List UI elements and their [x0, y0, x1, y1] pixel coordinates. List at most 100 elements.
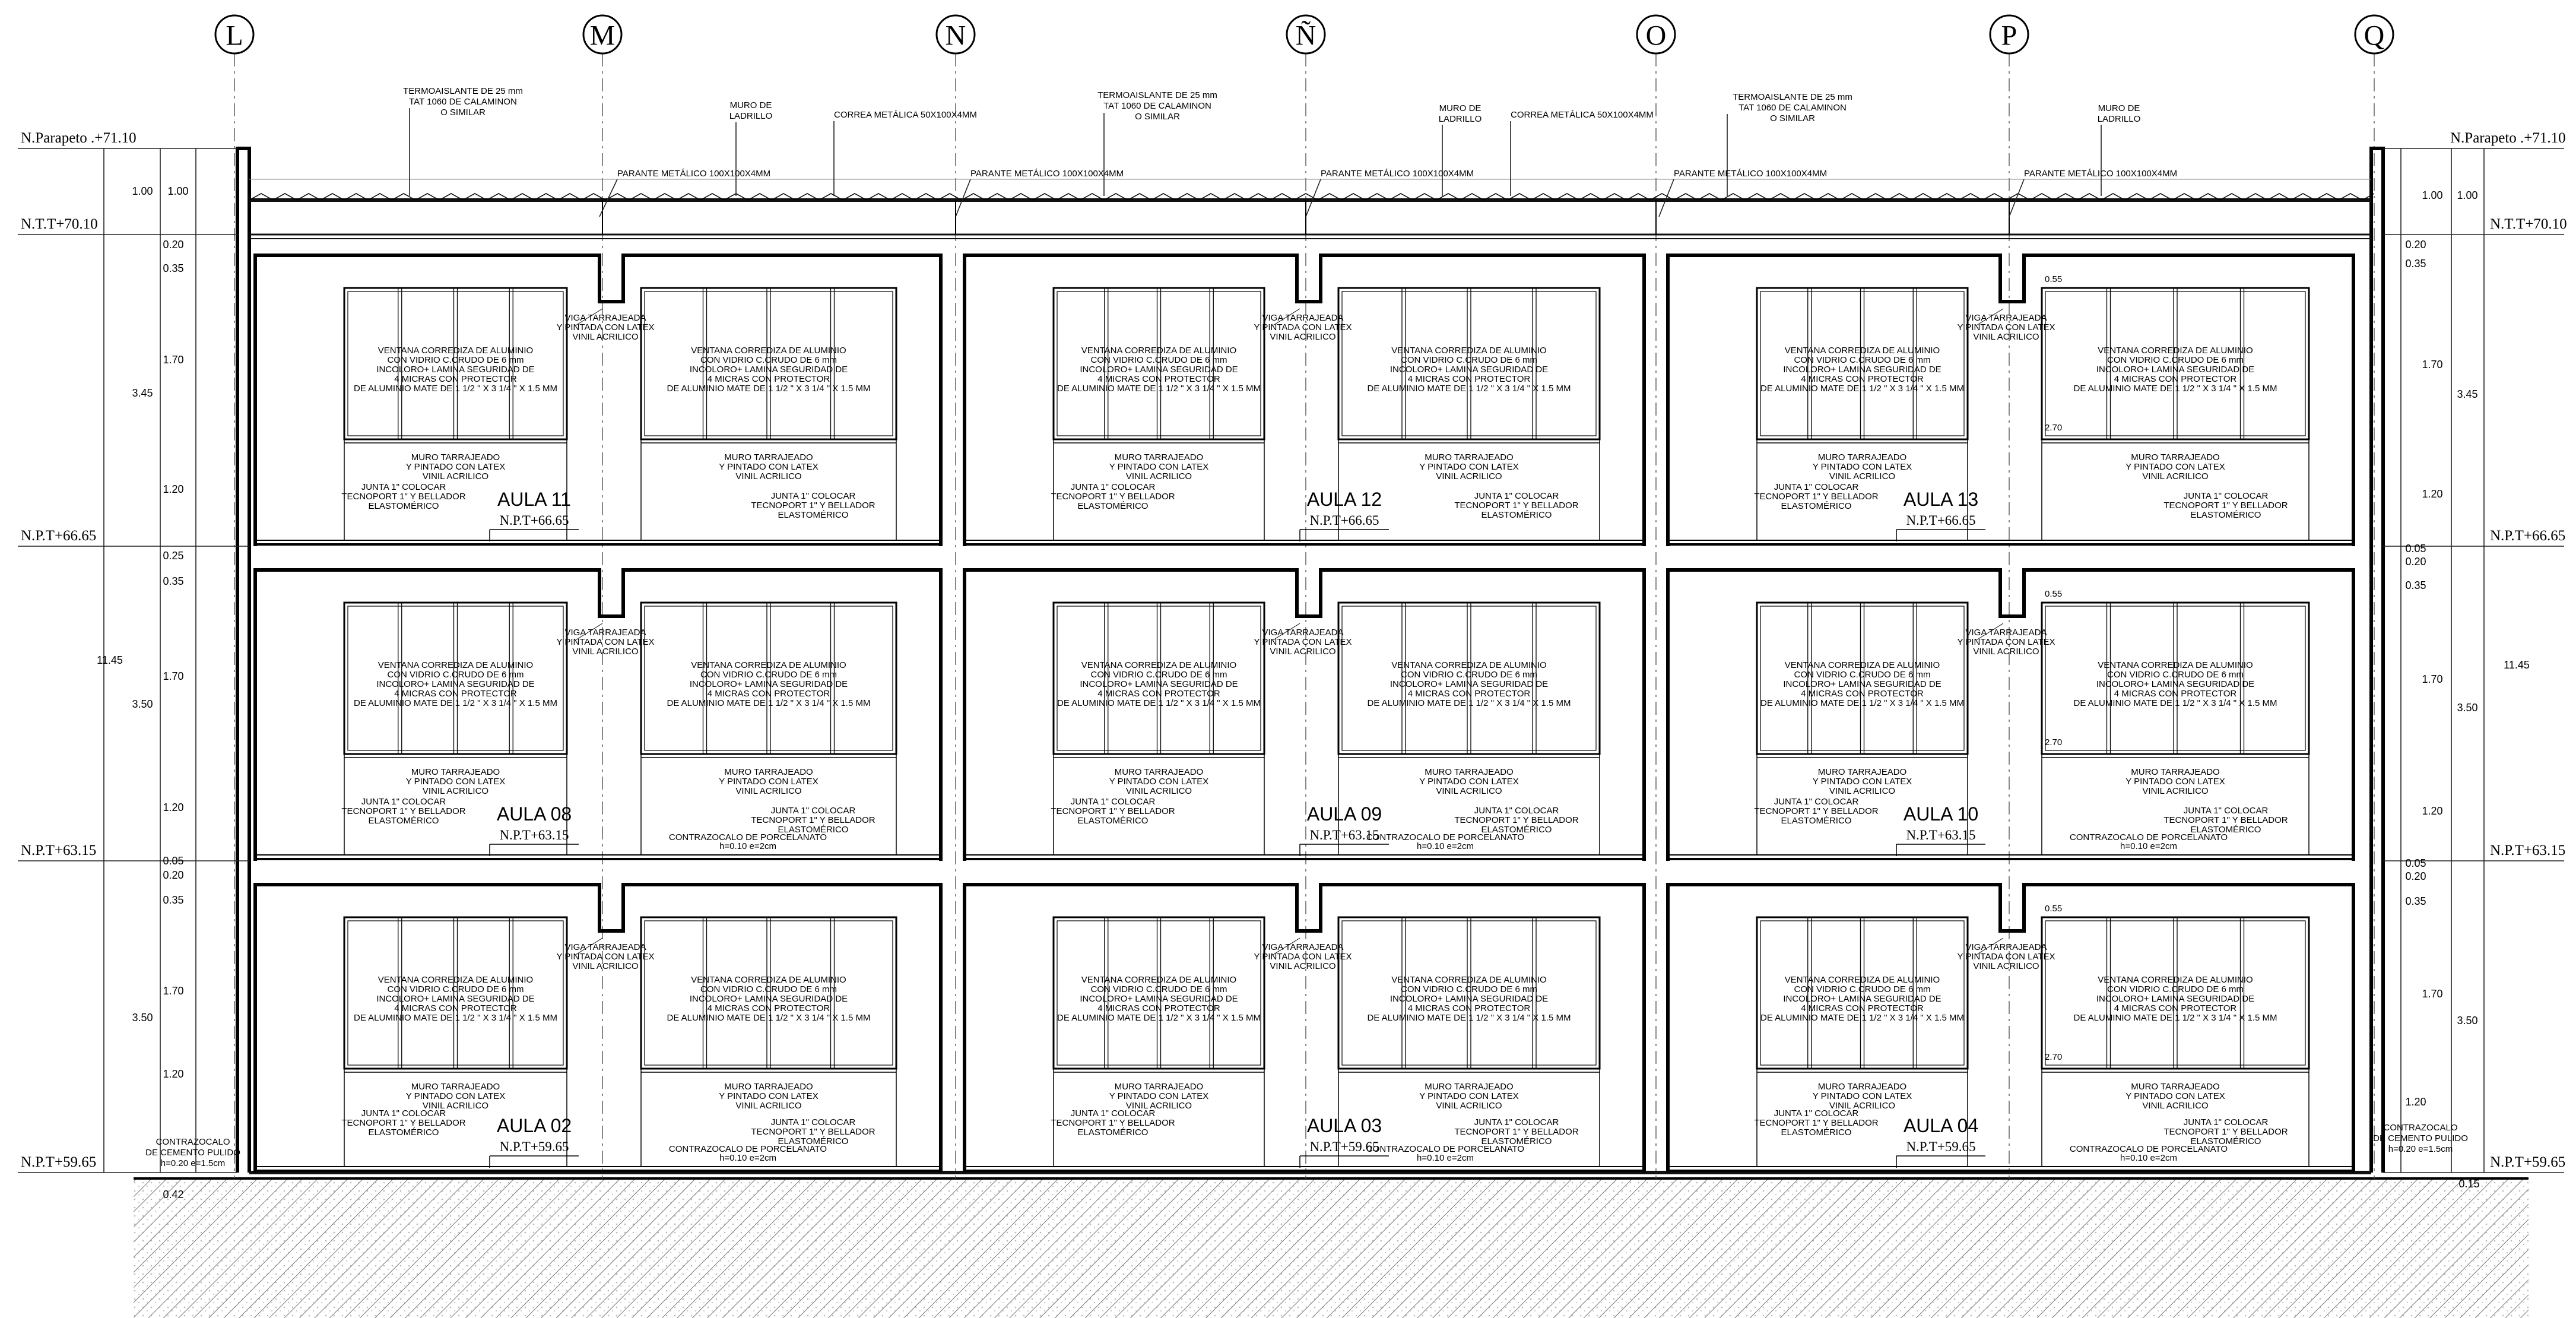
wall-note-line-2: VINIL ACRILICO — [1126, 471, 1192, 481]
ground-stipple — [134, 1178, 2529, 1318]
roof-panels — [249, 179, 2375, 235]
wall-note-line-1: Y PINTADO CON LATEX — [1109, 777, 1209, 787]
beam-note-line-0: VIGA TARRAJEADA — [565, 313, 646, 323]
window-note-line-2: INCOLORO+ LAMINA SEGURIDAD DE — [1783, 365, 1941, 375]
room-name: AULA 09 — [1307, 803, 1382, 825]
joint-note-right-line-0: JUNTA 1" COLOCAR — [2184, 491, 2269, 501]
dim-270: 2.70 — [2045, 1052, 2062, 1062]
post-note-1: PARANTE METÁLICO 100X100X4MM — [617, 169, 770, 179]
beam-note-line-1: Y PINTADA CON LATEX — [1957, 322, 2055, 332]
dim-right-window: 1.70 — [2422, 359, 2442, 370]
beam-note-line-2: VINIL ACRILICO — [1973, 332, 2039, 342]
dim-left-parapet: 1.00 — [132, 185, 153, 197]
bay-outline — [1666, 254, 2355, 546]
window-note-line-0: VENTANA CORREDIZA DE ALUMINIO — [1391, 660, 1546, 670]
brick-line-2: LADRILLO — [2098, 114, 2141, 124]
dim-right-story: 3.45 — [2457, 388, 2477, 400]
joint-note-right-line-0: JUNTA 1" COLOCAR — [771, 1117, 856, 1127]
insulation-line-2: TAT 1060 DE CALAMINON — [1739, 103, 1847, 113]
joint-note-right-line-1: TECNOPORT 1" Y BELLADOR — [1454, 1127, 1578, 1137]
window-note-line-1: CON VIDRIO C.CRUDO DE 6 mm — [700, 670, 837, 680]
window-note-line-4: DE ALUMINIO MATE DE 1 1/2 " X 3 1/4 " X … — [1760, 384, 1964, 394]
brick-line-1: MURO DE — [730, 100, 772, 110]
roof-notes: TERMOAISLANTE DE 25 mm TAT 1060 DE CALAM… — [403, 86, 2177, 217]
room-level: N.P.T+66.65 — [499, 513, 569, 528]
window-note-line-3: 4 MICRAS CON PROTECTOR — [394, 1003, 517, 1013]
window-inner — [2045, 606, 2306, 751]
joint-note-left-line-1: TECNOPORT 1" Y BELLADOR — [1051, 1118, 1175, 1128]
roof-note-brick-1: MURO DE LADRILLO — [729, 100, 772, 196]
dim-right-beam3: 0.35 — [2405, 895, 2426, 907]
beam-leader — [575, 623, 603, 641]
beam-leader — [1976, 308, 2004, 326]
joint-note-left-line-2: ELASTOMÉRICO — [369, 1127, 439, 1138]
window-note-line-2: INCOLORO+ LAMINA SEGURIDAD DE — [2096, 994, 2254, 1004]
cement-bb-line-3: h=0.20 e=1.5cm — [2388, 1144, 2453, 1154]
joint-note-right-line-0: JUNTA 1" COLOCAR — [771, 491, 856, 501]
window-note-line-1: CON VIDRIO C.CRUDO DE 6 mm — [2107, 355, 2244, 365]
window-note-line-4: DE ALUMINIO MATE DE 1 1/2 " X 3 1/4 " X … — [1368, 1013, 1571, 1023]
dim-right-window3: 1.70 — [2422, 988, 2442, 1000]
joint-note-right-line-0: JUNTA 1" COLOCAR — [771, 806, 856, 816]
cement-bb-line-1: CONTRAZOCALO — [2383, 1123, 2457, 1133]
beam-note-line-2: VINIL ACRILICO — [1973, 647, 2039, 657]
dim-270: 2.70 — [2045, 423, 2062, 433]
window-note-line-0: VENTANA CORREDIZA DE ALUMINIO — [2098, 975, 2253, 985]
dim-270: 2.70 — [2045, 737, 2062, 747]
wall-note-line-2: VINIL ACRILICO — [1126, 1101, 1192, 1111]
room-level: N.P.T+63.15 — [499, 828, 569, 842]
beam-leader — [1273, 623, 1300, 641]
bay-outline — [963, 254, 1646, 546]
window-note-line-4: DE ALUMINIO MATE DE 1 1/2 " X 3 1/4 " X … — [1057, 384, 1261, 394]
wall-note-line-2: VINIL ACRILICO — [2142, 1101, 2208, 1111]
insulation-line-1: TERMOAISLANTE DE 25 mm — [403, 86, 523, 96]
dim-right-window2: 1.70 — [2422, 673, 2442, 685]
insulation-line-3: O SIMILAR — [1770, 113, 1815, 123]
beam-leader — [1273, 308, 1300, 326]
window-note-line-2: INCOLORO+ LAMINA SEGURIDAD DE — [1390, 994, 1548, 1004]
window-frame — [2041, 287, 2310, 441]
joint-note-left-line-1: TECNOPORT 1" Y BELLADOR — [341, 492, 465, 502]
window-inner — [1057, 920, 1261, 1066]
window-inner — [347, 291, 564, 436]
wall-note-line-1: Y PINTADO CON LATEX — [719, 462, 819, 472]
window-note-line-2: INCOLORO+ LAMINA SEGURIDAD DE — [690, 679, 848, 689]
dim-right-slab: 0.20 — [2405, 239, 2426, 251]
dim-055: 0.55 — [2045, 904, 2062, 914]
level-roof-right: N.T.T+70.10 — [2490, 216, 2567, 232]
window-note-line-1: CON VIDRIO C.CRUDO DE 6 mm — [1090, 355, 1227, 365]
dim-055: 0.55 — [2045, 589, 2062, 599]
beam-note-line-1: Y PINTADA CON LATEX — [1957, 637, 2055, 647]
dim-left-slab2: 0.25 — [163, 550, 183, 562]
dimension-chain-left: 1.00 1.00 0.20 0.35 1.70 1.20 3.45 0.25 … — [97, 148, 196, 1200]
axis-bubble-5 — [1989, 14, 2029, 55]
joint-note-right-line-2: ELASTOMÉRICO — [778, 825, 849, 835]
dimension-chain-right: 1.00 1.00 0.20 0.35 1.70 3.45 1.20 0.05 … — [2400, 148, 2530, 1190]
wall-note-line-1: Y PINTADO CON LATEX — [406, 1091, 506, 1101]
porcelain-note-line-1: h=0.10 e=2cm — [2120, 1153, 2177, 1163]
window-note-line-3: 4 MICRAS CON PROTECTOR — [708, 374, 830, 384]
window-note-line-0: VENTANA CORREDIZA DE ALUMINIO — [378, 660, 533, 670]
wall-note-line-2: VINIL ACRILICO — [1126, 786, 1192, 796]
bay-outline — [253, 883, 943, 1173]
axis-bubble-6 — [2354, 14, 2394, 55]
insulation-line-2: TAT 1060 DE CALAMINON — [409, 97, 517, 107]
dim-left-window2: 1.70 — [163, 670, 183, 682]
window-note-line-3: 4 MICRAS CON PROTECTOR — [1801, 1003, 1924, 1013]
window-note-line-1: CON VIDRIO C.CRUDO DE 6 mm — [1401, 355, 1537, 365]
